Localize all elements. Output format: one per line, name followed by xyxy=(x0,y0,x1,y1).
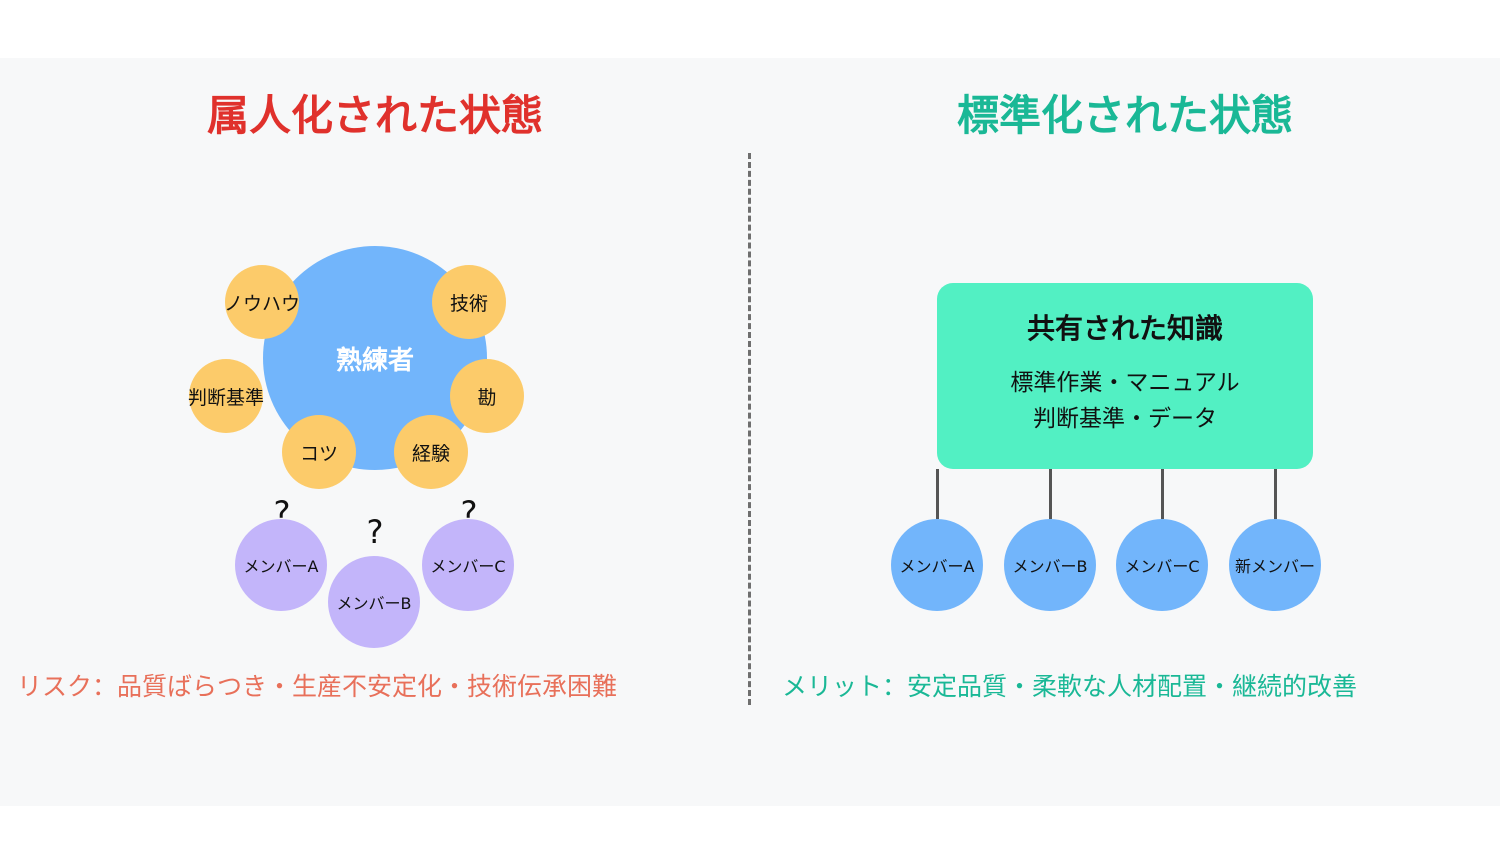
skill-knowhow-label: ノウハウ xyxy=(224,292,301,315)
shared-knowledge-title: 共有された知識 xyxy=(1026,312,1223,345)
shared-knowledge-line-2: 判断基準・データ xyxy=(1033,406,1217,432)
skill-experience: 経験 xyxy=(394,415,468,489)
skill-intuition: 勘 xyxy=(450,359,524,433)
std-member-a-circle: メンバーA xyxy=(891,519,983,611)
member-a-circle: メンバーA xyxy=(235,519,327,611)
skill-technique: 技術 xyxy=(432,265,506,339)
skill-knack: コツ xyxy=(282,415,356,489)
std-new-member-label: 新メンバー xyxy=(1234,557,1315,576)
skill-knack-label: コツ xyxy=(299,442,338,465)
merit-text: メリット：安定品質・柔軟な人材配置・継続的改善 xyxy=(782,672,1358,701)
member-c-circle: メンバーC xyxy=(422,519,514,611)
connector-line xyxy=(1161,469,1164,519)
std-member-b-label: メンバーB xyxy=(1012,557,1088,576)
right-title: 標準化された状態 xyxy=(956,91,1293,140)
center-divider xyxy=(748,153,751,705)
skill-criteria-label: 判断基準 xyxy=(188,386,265,409)
std-member-c-circle: メンバーC xyxy=(1116,519,1208,611)
connector-line xyxy=(1049,469,1052,519)
left-title: 属人化された状態 xyxy=(206,91,543,140)
skill-technique-label: 技術 xyxy=(449,292,488,315)
shared-knowledge-box: 共有された知識 標準作業・マニュアル 判断基準・データ xyxy=(937,283,1313,469)
std-member-a-label: メンバーA xyxy=(899,557,975,576)
member-c-label: メンバーC xyxy=(430,557,506,576)
member-a-label: メンバーA xyxy=(243,557,319,576)
question-mark-b: ? xyxy=(366,513,384,551)
shared-knowledge-line-1: 標準作業・マニュアル xyxy=(1010,370,1240,396)
std-member-c-label: メンバーC xyxy=(1124,557,1200,576)
std-new-member-circle: 新メンバー xyxy=(1229,519,1321,611)
connector-line xyxy=(1274,469,1277,519)
skill-knowhow: ノウハウ xyxy=(224,265,301,339)
skill-criteria: 判断基準 xyxy=(188,359,265,433)
expert-label: 熟練者 xyxy=(335,345,414,376)
skill-intuition-label: 勘 xyxy=(477,386,497,409)
std-member-b-circle: メンバーB xyxy=(1004,519,1096,611)
member-b-label: メンバーB xyxy=(336,594,412,613)
member-b-circle: メンバーB xyxy=(328,556,420,648)
risk-text: リスク：品質ばらつき・生産不安定化・技術伝承困難 xyxy=(17,672,618,701)
skill-experience-label: 経験 xyxy=(411,442,450,465)
connector-line xyxy=(936,469,939,519)
